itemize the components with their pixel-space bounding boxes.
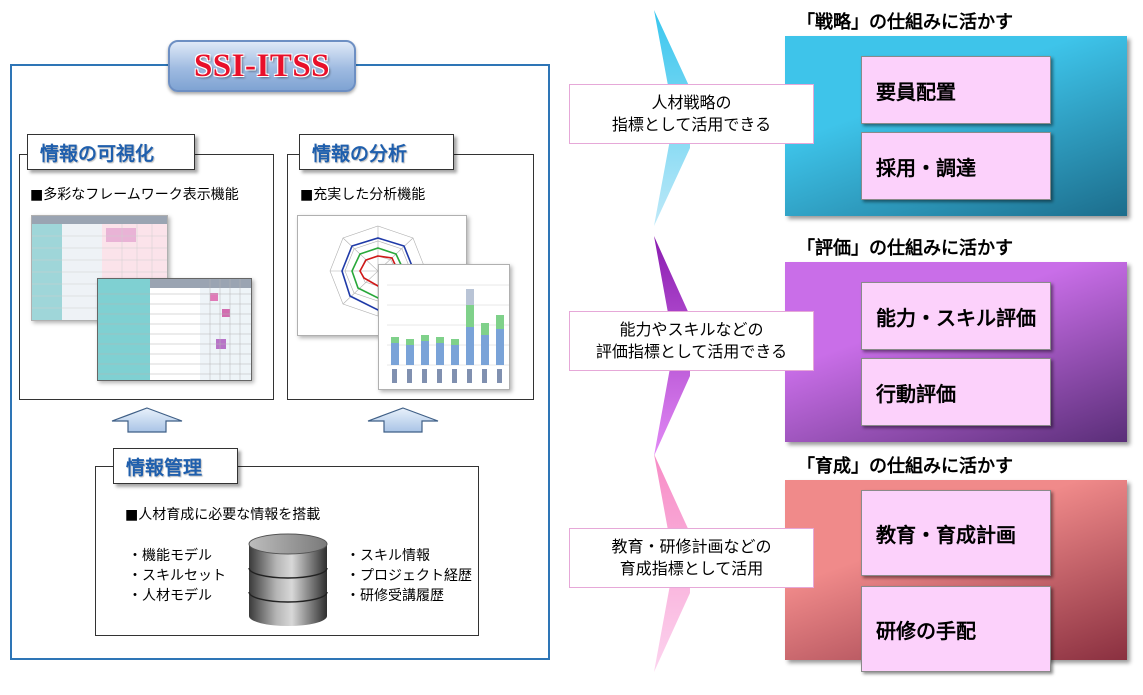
development-item-box: 教育・育成計画 bbox=[861, 490, 1051, 576]
list-item-skill-set: ・スキルセット bbox=[128, 568, 226, 584]
development-section-title: 「育成」の仕組みに活かす bbox=[797, 456, 1013, 477]
analysis-tab: 情報の分析 bbox=[299, 134, 454, 170]
evaluation-item-label: 能力・スキル評価 bbox=[876, 305, 1036, 330]
strategy-section-title: 「戦略」の仕組みに活かす bbox=[797, 12, 1013, 33]
development-callout-line: 教育・研修計画などの bbox=[611, 537, 772, 556]
development-item-label: 研修の手配 bbox=[876, 618, 976, 643]
framework-table-thumbnail-2 bbox=[97, 278, 252, 381]
list-item-function-model: ・機能モデル bbox=[128, 548, 212, 564]
development-item-label: 教育・育成計画 bbox=[876, 522, 1016, 547]
evaluation-callout-line: 評価指標として活用できる bbox=[595, 342, 788, 361]
evaluation-item-box: 行動評価 bbox=[861, 358, 1051, 426]
development-item-box: 研修の手配 bbox=[861, 586, 1051, 672]
strategy-item-label: 要員配置 bbox=[876, 79, 956, 104]
up-arrow-icon bbox=[111, 407, 183, 433]
management-left-list: ・機能モデル ・スキルセット ・人材モデル bbox=[128, 546, 226, 606]
evaluation-section-title: 「評価」の仕組みに活かす bbox=[797, 238, 1013, 259]
evaluation-callout-line: 能力やスキルなどの bbox=[619, 320, 764, 339]
strategy-callout: 人材戦略の指標として活用できる bbox=[569, 84, 814, 144]
evaluation-item-label: 行動評価 bbox=[876, 381, 956, 406]
analysis-feature: ■充実した分析機能 bbox=[300, 187, 426, 203]
up-arrow-icon bbox=[367, 407, 439, 433]
list-item-skill-info: ・スキル情報 bbox=[346, 548, 430, 564]
visualization-feature: ■多彩なフレームワーク表示機能 bbox=[30, 187, 239, 203]
strategy-callout-line: 指標として活用できる bbox=[611, 115, 772, 134]
ssi-itss-logo: SSI-ITSS bbox=[168, 40, 356, 92]
bar-chart-thumbnail bbox=[378, 264, 510, 390]
list-item-talent-model: ・人材モデル bbox=[128, 588, 212, 604]
list-item-project-history: ・プロジェクト経歴 bbox=[346, 568, 472, 584]
strategy-item-box: 要員配置 bbox=[861, 56, 1051, 124]
analysis-tab-label: 情報の分析 bbox=[312, 142, 408, 165]
management-tab: 情報管理 bbox=[113, 448, 238, 484]
strategy-item-box: 採用・調達 bbox=[861, 132, 1051, 200]
management-right-list: ・スキル情報 ・プロジェクト経歴 ・研修受講履歴 bbox=[346, 546, 472, 606]
list-item-training-history: ・研修受講履歴 bbox=[346, 588, 444, 604]
evaluation-item-box: 能力・スキル評価 bbox=[861, 282, 1051, 350]
development-callout-line: 育成指標として活用 bbox=[619, 559, 764, 578]
evaluation-callout: 能力やスキルなどの評価指標として活用できる bbox=[569, 311, 814, 371]
management-tab-label: 情報管理 bbox=[126, 456, 203, 479]
development-callout: 教育・研修計画などの育成指標として活用 bbox=[569, 528, 814, 588]
strategy-item-label: 採用・調達 bbox=[876, 155, 976, 180]
strategy-callout-line: 人材戦略の bbox=[651, 93, 732, 112]
database-icon bbox=[248, 533, 328, 626]
visualization-tab-label: 情報の可視化 bbox=[40, 142, 155, 165]
visualization-tab: 情報の可視化 bbox=[27, 134, 195, 170]
management-feature: ■人材育成に必要な情報を搭載 bbox=[125, 507, 321, 523]
logo-text: SSI-ITSS bbox=[193, 47, 331, 84]
